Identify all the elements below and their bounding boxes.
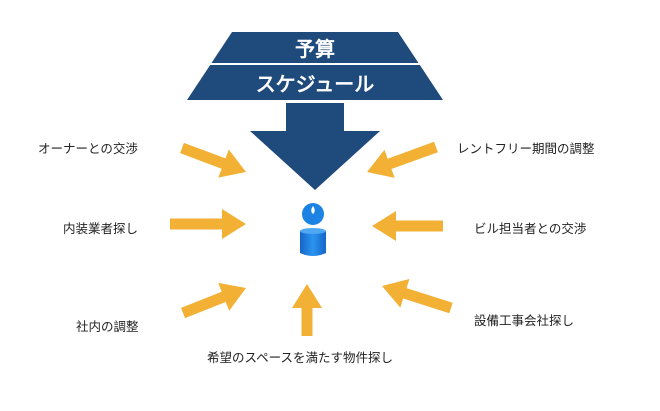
arrow-from-property-search bbox=[292, 284, 322, 336]
arrow-from-interior-contractor bbox=[170, 209, 246, 239]
header-line2: スケジュール bbox=[256, 72, 375, 96]
arrow-from-rent-free-adjustment bbox=[367, 141, 438, 178]
label-owner-negotiation: オーナーとの交渉 bbox=[38, 141, 138, 156]
person-icon bbox=[300, 203, 326, 256]
arrow-from-internal-coordination bbox=[181, 282, 246, 319]
down-arrow-icon bbox=[250, 103, 380, 190]
label-property-search: 希望のスペースを満たす物件探し bbox=[207, 350, 394, 365]
label-interior-contractor: 内装業者探し bbox=[63, 221, 139, 236]
arrow-from-building-manager-negotiation bbox=[372, 211, 443, 241]
arrow-from-owner-negotiation bbox=[180, 142, 246, 178]
label-internal-coordination: 社内の調整 bbox=[76, 319, 139, 334]
budget-header-shape bbox=[187, 32, 443, 100]
header-line1: 予算 bbox=[295, 37, 335, 61]
arrow-from-equipment-contractor bbox=[382, 279, 453, 314]
label-equipment-contractor: 設備工事会社探し bbox=[474, 313, 575, 328]
label-rent-free-adjustment: レントフリー期間の調整 bbox=[457, 141, 595, 156]
label-building-manager-negotiation: ビル担当者との交渉 bbox=[474, 221, 587, 236]
